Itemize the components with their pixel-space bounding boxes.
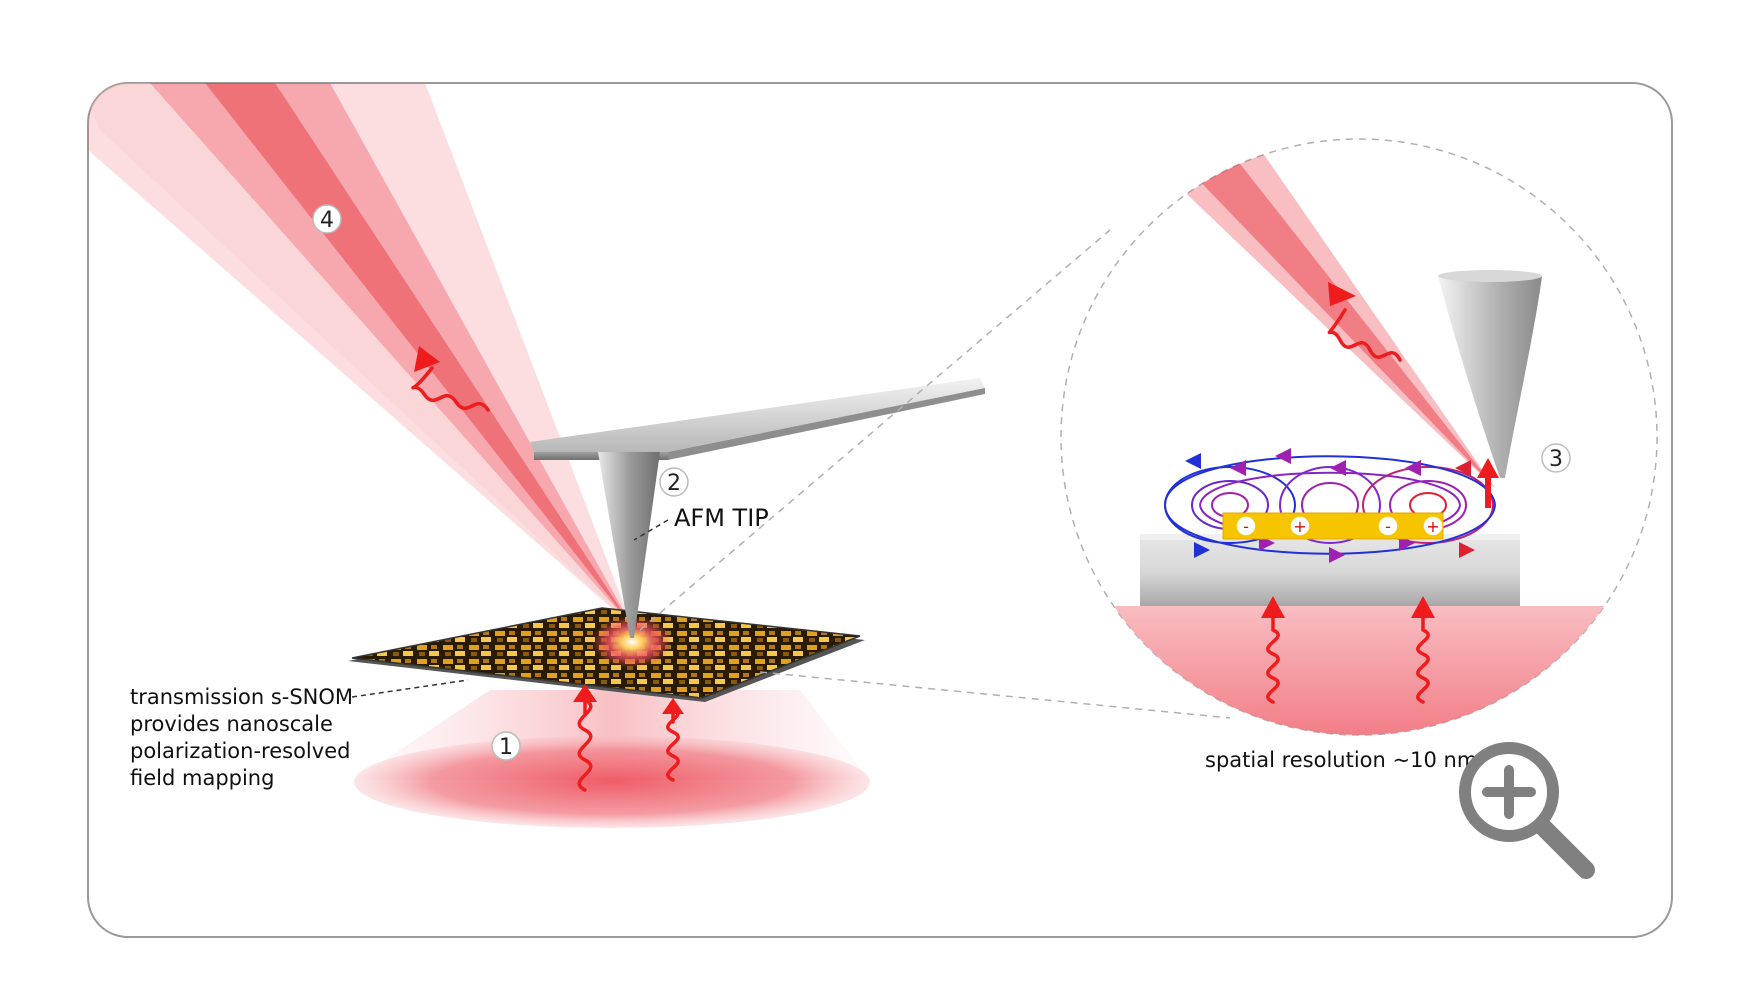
sample-surface [348,607,865,702]
zoom-afm-tip [1438,276,1542,478]
substrate [1140,536,1520,606]
svg-text:transmission s-SNOM: transmission s-SNOM [130,685,353,709]
charge-minus-2: - [1377,515,1399,537]
charge-plus-1: + [1289,515,1311,537]
svg-text:+: + [1426,517,1439,536]
svg-text:1: 1 [499,735,513,760]
incident-wave-left-2 [666,705,680,782]
zoom-incident-wave-2 [1416,616,1430,704]
incident-wave-left-1 [577,697,593,792]
svg-text:provides nanoscale: provides nanoscale [130,712,333,736]
charge-plus-2: + [1422,515,1444,537]
scattered-wave [411,366,490,412]
svg-text:2: 2 [667,471,681,496]
afm-tip-leader [633,519,669,541]
svg-text:+: + [1293,517,1306,536]
zoom-in-magnifier-icon[interactable] [1459,742,1595,879]
tsnom-leader [351,679,469,698]
svg-text:-: - [1385,517,1391,536]
zoom-view: - + - + 3 [1060,138,1658,736]
afm-tip-label: AFM TIP [674,504,769,532]
afm-tip [598,452,660,638]
charge-minus-1: - [1235,515,1257,537]
step-1-badge: 1 [491,731,521,761]
svg-text:-: - [1243,517,1249,536]
zoom-incident-wave-1 [1266,616,1280,704]
zoom-scattered-beam [1130,139,1495,488]
tsnom-description: transmission s-SNOM provides nanoscale p… [130,685,353,790]
spatial-resolution-label: spatial resolution ~10 nm [1205,748,1477,772]
zoom-connectors [639,229,1231,719]
svg-text:polarization-resolved: polarization-resolved [130,739,350,763]
zoom-scattered-wave [1327,308,1402,362]
illumination-cone [354,690,870,828]
wavy-arrows [411,308,1430,792]
near-field-hotspot [592,616,672,668]
tip-dipole-arrow [1477,458,1499,508]
step-4-badge: 4 [312,204,342,234]
gold-antenna: - + - + [1222,512,1444,540]
step-3-badge: 3 [1541,443,1571,473]
svg-text:field mapping: field mapping [130,766,274,790]
step-2-badge: 2 [659,467,689,497]
wave-arrowheads [414,282,1435,714]
illumination-spot [354,736,870,828]
svg-text:3: 3 [1549,447,1563,472]
svg-text:4: 4 [320,208,334,233]
